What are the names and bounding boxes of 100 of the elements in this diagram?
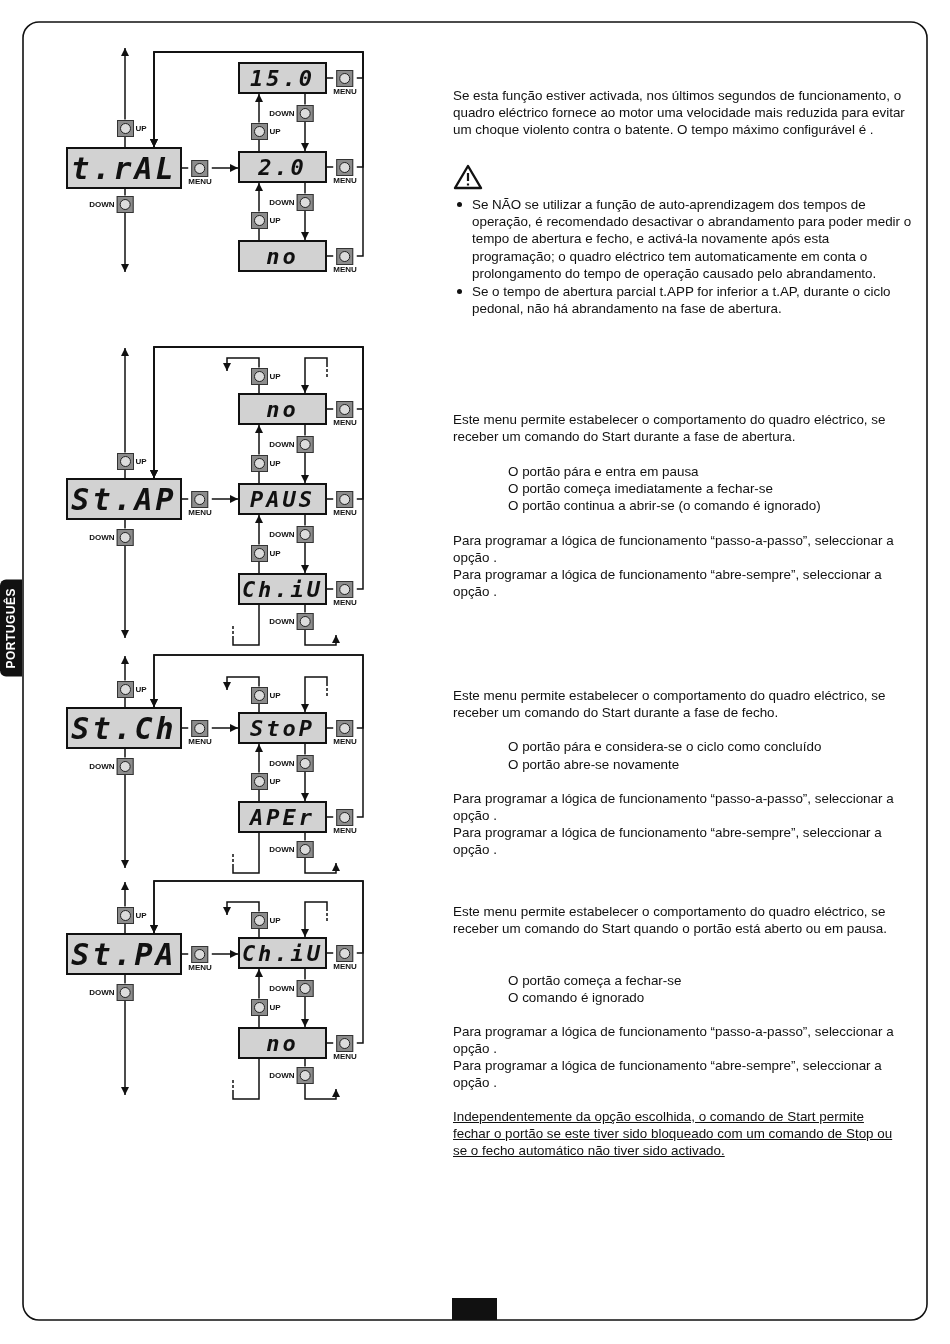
connector-line xyxy=(124,188,126,197)
connector-line xyxy=(326,1042,334,1044)
option-description: O portão começa imediatamente a fechar-se xyxy=(508,480,774,498)
push-button: DOWN xyxy=(269,840,314,858)
lcd-display: St.PA xyxy=(66,933,182,975)
push-button: DOWN xyxy=(269,1066,314,1084)
push-button: DOWN xyxy=(269,979,314,997)
paragraph: Se esta função estiver activada, nos últimos segundos de funcionamento, o quadro eléctrico fornece ao motor uma velocidade mais reduzida para evitar um choque violento contra o batente. O tempo máximo configurável é . xyxy=(453,87,906,139)
connector-line xyxy=(326,498,334,500)
arrow xyxy=(121,47,129,121)
connector-line xyxy=(326,77,334,79)
arrow xyxy=(304,628,340,646)
arrow xyxy=(121,881,129,908)
arrow xyxy=(255,182,263,213)
connector-line xyxy=(326,408,334,410)
arrow xyxy=(211,164,239,172)
lcd-display: St.Ch xyxy=(66,707,182,749)
paragraph: Para programar a lógica de funcionamento “passo-a-passo”, seleccionar a opção . xyxy=(453,532,895,567)
lcd-display: PAUS xyxy=(238,483,327,515)
arrow xyxy=(301,209,309,241)
lcd-display: 15.0 xyxy=(238,62,327,94)
connector-line xyxy=(304,424,306,437)
lcd-display: no xyxy=(238,240,327,272)
connector-line xyxy=(304,514,306,527)
paragraph: Para programar a lógica de funcionamento “abre-sempre”, seleccionar a opção . xyxy=(453,566,883,601)
arrow xyxy=(301,995,309,1028)
arrow xyxy=(121,655,129,682)
arrow xyxy=(150,654,364,818)
option-description: O portão abre-se novamente xyxy=(508,756,681,774)
connector-line xyxy=(258,927,260,938)
arrow xyxy=(304,856,340,874)
connector-line xyxy=(124,468,126,479)
connector-line xyxy=(181,727,189,729)
arrow xyxy=(150,880,364,1044)
arrow xyxy=(301,676,328,713)
push-button: DOWN xyxy=(269,525,314,543)
option-description: O comando é ignorado xyxy=(508,989,646,1007)
arrow xyxy=(301,357,328,394)
arrow xyxy=(301,120,309,152)
paragraph: Para programar a lógica de funcionamento “abre-sempre”, seleccionar a opção . xyxy=(453,1057,883,1092)
connector-line xyxy=(326,255,334,257)
connector-line xyxy=(258,702,260,713)
lcd-display: t.rAL xyxy=(66,147,182,189)
connector-line xyxy=(258,788,260,802)
push-button: DOWN xyxy=(89,195,134,213)
lcd-display: Ch.iU xyxy=(238,937,327,969)
arrow xyxy=(121,211,129,273)
lcd-display: APEr xyxy=(238,801,327,833)
paragraph: Para programar a lógica de funcionamento “passo-a-passo”, seleccionar a opção . xyxy=(453,790,895,825)
connector-line xyxy=(124,748,126,759)
push-button: DOWN xyxy=(89,528,134,546)
arrow xyxy=(121,999,129,1096)
bullet-text: Se NÃO se utilizar a função de auto-aprendizagem dos tempos de operação, é recomendado desactivar o abrandamento para poder medir o tempo de abertura e fecho, e activá-la novamente após esta programação; o quadro eléctrico tem automaticamente em conta o prolongamento do tempo de operação causado pelo abrandamento. xyxy=(472,196,912,282)
arrow xyxy=(301,770,309,802)
push-button: DOWN xyxy=(269,104,314,122)
connector-line xyxy=(326,816,334,818)
connector-line xyxy=(124,135,126,148)
connector-line xyxy=(258,227,260,241)
arrow xyxy=(211,495,239,503)
connector-line xyxy=(181,953,189,955)
arrow xyxy=(301,901,328,938)
connector-line xyxy=(304,604,306,614)
connector-line xyxy=(258,470,260,484)
paragraph: Para programar a lógica de funcionamento “passo-a-passo”, seleccionar a opção . xyxy=(453,1023,895,1058)
connector-line xyxy=(326,588,334,590)
connector-line xyxy=(258,383,260,394)
paragraph: Este menu permite estabelecer o comportamento do quadro eléctrico, se receber um comando do Start quando o portão está aberto ou em pausa. xyxy=(453,903,888,938)
option-description: O portão continua a abrir-se (o comando é ignorado) xyxy=(508,497,822,515)
connector-line xyxy=(304,743,306,756)
arrow xyxy=(211,950,239,958)
arrow xyxy=(255,424,263,456)
connector-line xyxy=(304,1058,306,1068)
connector-line xyxy=(124,519,126,530)
option-description: O portão pára e considera-se o ciclo como concluído xyxy=(508,738,823,756)
connector-line xyxy=(232,604,260,646)
arrow xyxy=(255,743,263,774)
connector-line xyxy=(258,560,260,574)
connector-line xyxy=(304,832,306,842)
lcd-display: no xyxy=(238,1027,327,1059)
connector-line xyxy=(124,974,126,985)
arrow xyxy=(255,514,263,546)
connector-line xyxy=(326,166,334,168)
paragraph: Este menu permite estabelecer o comportamento do quadro eléctrico, se receber um comando do Start durante a fase de fecho. xyxy=(453,687,887,722)
connector-line xyxy=(232,1058,260,1100)
connector-line xyxy=(304,93,306,106)
push-button: DOWN xyxy=(89,757,134,775)
paragraph: Para programar a lógica de funcionamento “abre-sempre”, seleccionar a opção . xyxy=(453,824,883,859)
connector-line xyxy=(326,952,334,954)
note-text: Independentemente da opção escolhida, o comando de Start permite fechar o portão se este tiver sido bloqueado com um comando de Stop ou se o fecho automático não tiver sido activado. xyxy=(453,1108,894,1160)
arrow xyxy=(255,968,263,1000)
arrow xyxy=(121,347,129,454)
language-tab: PORTUGUÊS xyxy=(0,580,22,677)
lcd-display: St.AP xyxy=(66,478,182,520)
push-button: DOWN xyxy=(89,983,134,1001)
push-button: DOWN xyxy=(269,193,314,211)
lcd-display: no xyxy=(238,393,327,425)
connector-line xyxy=(258,1014,260,1028)
connector-line xyxy=(304,182,306,195)
option-description: O portão começa a fechar-se xyxy=(508,972,683,990)
arrow xyxy=(211,724,239,732)
